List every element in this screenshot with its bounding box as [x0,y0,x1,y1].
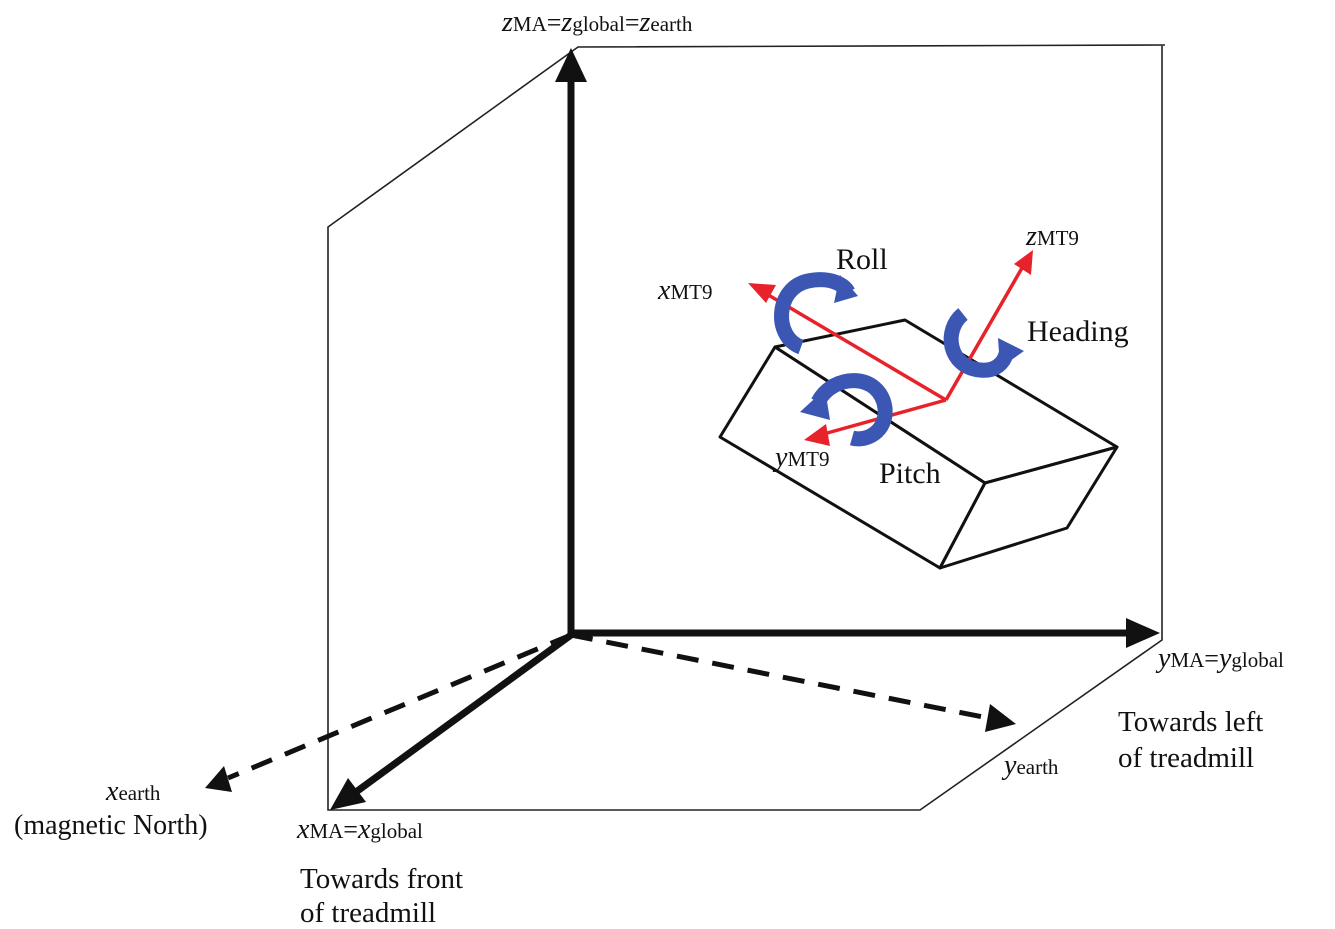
label-x-earth: xearth (magnetic North) [14,776,208,841]
heading-arrowhead [998,338,1024,368]
y-axis-label-base2: y [1216,643,1232,674]
left-caption-line2: of treadmill [1118,742,1254,774]
ma-axes [330,48,1160,810]
z-axis-label-sub2: global [572,12,625,36]
pitch-arrowhead [800,389,830,420]
x-ma-arrowhead [330,778,366,810]
x-axis-label-base2: x [357,814,371,845]
y-mt9-label-sub: MT9 [787,447,829,471]
svg-text:xearth: xearth [105,776,161,807]
y-axis-label-sub1: MA [1170,648,1205,672]
z-mt9-axis [944,267,1024,401]
y-mt9-label-base: y [772,442,788,473]
x-earth-axis [227,632,572,781]
svg-text:yMA=yglobal: yMA=yglobal [1155,643,1284,674]
z-mt9-label-sub: MT9 [1037,226,1079,250]
label-z-mt9: zMT9 [1025,221,1079,252]
svg-text:zMT9: zMT9 [1025,221,1079,252]
label-x-mt9: xMT9 [657,275,712,306]
z-axis-label-base2: z [560,7,572,38]
label-y-earth: yearth [1001,750,1059,781]
front-caption-line2: of treadmill [300,897,436,929]
y-earth-label-base: y [1001,750,1017,781]
x-earth-label-base: x [105,776,119,807]
x-mt9-label-base: x [657,275,671,306]
y-earth-label-sub: earth [1016,755,1058,779]
z-mt9-arrowhead [1014,250,1033,275]
z-axis-label-sub1: MA [513,12,548,36]
z-axis-label-sub3: earth [650,12,692,36]
sensor-box-side [938,445,1119,570]
y-mt9-arrowhead [804,424,830,446]
svg-text:yearth: yearth [1001,750,1059,781]
z-axis-label-eq2: = [625,8,640,37]
frame-planes [327,44,1166,811]
x-mt9-axis [764,291,947,402]
svg-text:xMA=xglobal: xMA=xglobal [296,814,423,845]
svg-text:zMA=zglobal=zearth: zMA=zglobal=zearth [501,7,693,38]
back-wall-outline [327,44,1166,811]
y-axis-label-base: y [1155,643,1171,674]
x-axis-label-sub2: global [370,819,423,843]
y-ma-arrowhead [1126,618,1160,648]
label-z-axis: zMA=zglobal=zearth [501,7,693,38]
label-y-mt9: yMT9 [772,442,829,473]
x-earth-arrowhead [205,766,232,792]
label-x-axis: xMA=xglobal [296,814,423,845]
x-mt9-arrowhead [748,283,776,303]
x-axis-label-eq1: = [343,815,358,844]
x-mt9-label-sub: MT9 [670,280,712,304]
left-caption-line1: Towards left [1118,706,1263,738]
x-earth-label-sub: earth [118,781,160,805]
y-earth-axis [570,632,989,721]
z-axis-label-base3: z [639,7,651,38]
x-ma-axis [353,632,574,795]
roll-arrowhead [834,275,858,303]
x-axis-label-sub1: MA [309,819,344,843]
z-ma-arrowhead [555,48,587,82]
pitch-rotation-arrow [811,373,893,447]
earth-axes [227,632,989,781]
svg-text:yMT9: yMT9 [772,442,829,473]
x-axis-label-base: x [296,814,310,845]
y-axis-label-eq1: = [1204,644,1219,673]
heading-label: Heading [1027,315,1129,348]
x-earth-note: (magnetic North) [14,810,208,841]
y-axis-label-sub2: global [1231,648,1284,672]
z-axis-label-eq1: = [547,8,562,37]
label-y-axis: yMA=yglobal [1155,643,1284,674]
z-axis-label-base: z [501,7,513,38]
y-earth-arrowhead [985,704,1016,732]
z-mt9-label-base: z [1025,221,1037,252]
front-caption-line1: Towards front [300,863,463,895]
pitch-label: Pitch [879,457,941,490]
rotation-arrowheads [800,275,1024,420]
roll-label: Roll [836,243,888,276]
svg-text:xMT9: xMT9 [657,275,712,306]
